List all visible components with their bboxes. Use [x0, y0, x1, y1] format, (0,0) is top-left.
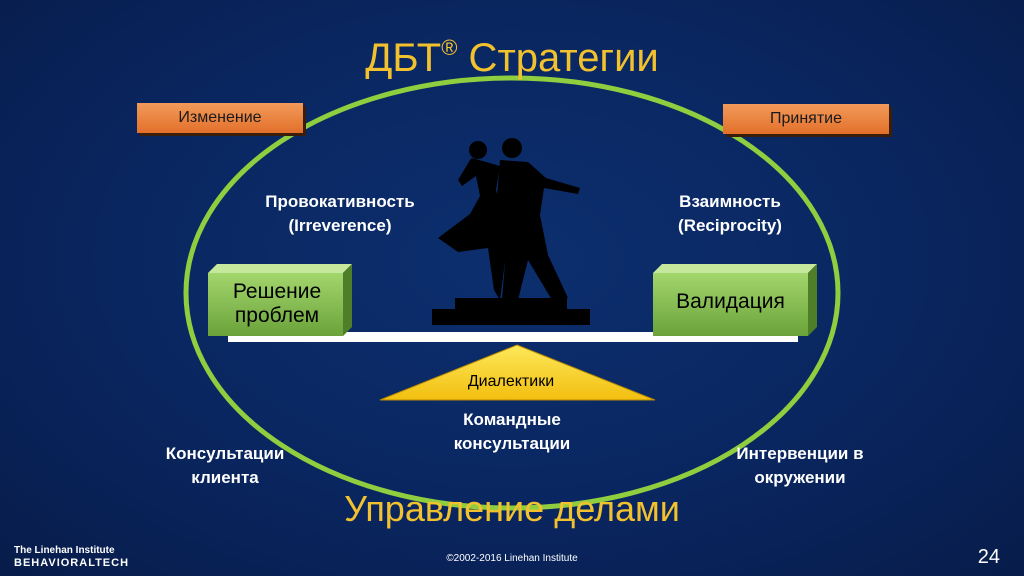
balance-beam — [228, 332, 798, 342]
linehan-logo: The Linehan Institute BEHAVIORALTECH — [14, 545, 130, 569]
client-consultation-label: Консультации клиента — [165, 444, 285, 487]
copyright-text: ©2002-2016 Linehan Institute — [446, 553, 578, 564]
change-tag: Изменение — [137, 103, 303, 133]
environment-intervention-label: Интервенции в окружении — [736, 444, 864, 487]
acceptance-tag: Принятие — [723, 104, 889, 134]
dialectics-fulcrum — [379, 344, 656, 401]
team-consultation-label: Командные консультации — [453, 410, 571, 453]
case-management-label: Управление делами — [344, 488, 680, 529]
reciprocity-label: Взаимность (Reciprocity) — [678, 192, 782, 235]
strategy-ellipse — [183, 75, 841, 511]
validation-box — [653, 264, 817, 336]
page-title: ДБТ® Стратегии — [365, 35, 659, 80]
dialectics-label: Диалектики — [467, 373, 555, 390]
validation-label: Валидация — [676, 290, 785, 313]
problem-solving-box — [208, 264, 352, 336]
dancing-couple-icon — [432, 138, 590, 325]
problem-solving-label: Решение проблем — [232, 280, 322, 327]
irreverence-label: Провокативность (Irreverence) — [265, 192, 415, 235]
page-number: 24 — [977, 546, 1000, 568]
